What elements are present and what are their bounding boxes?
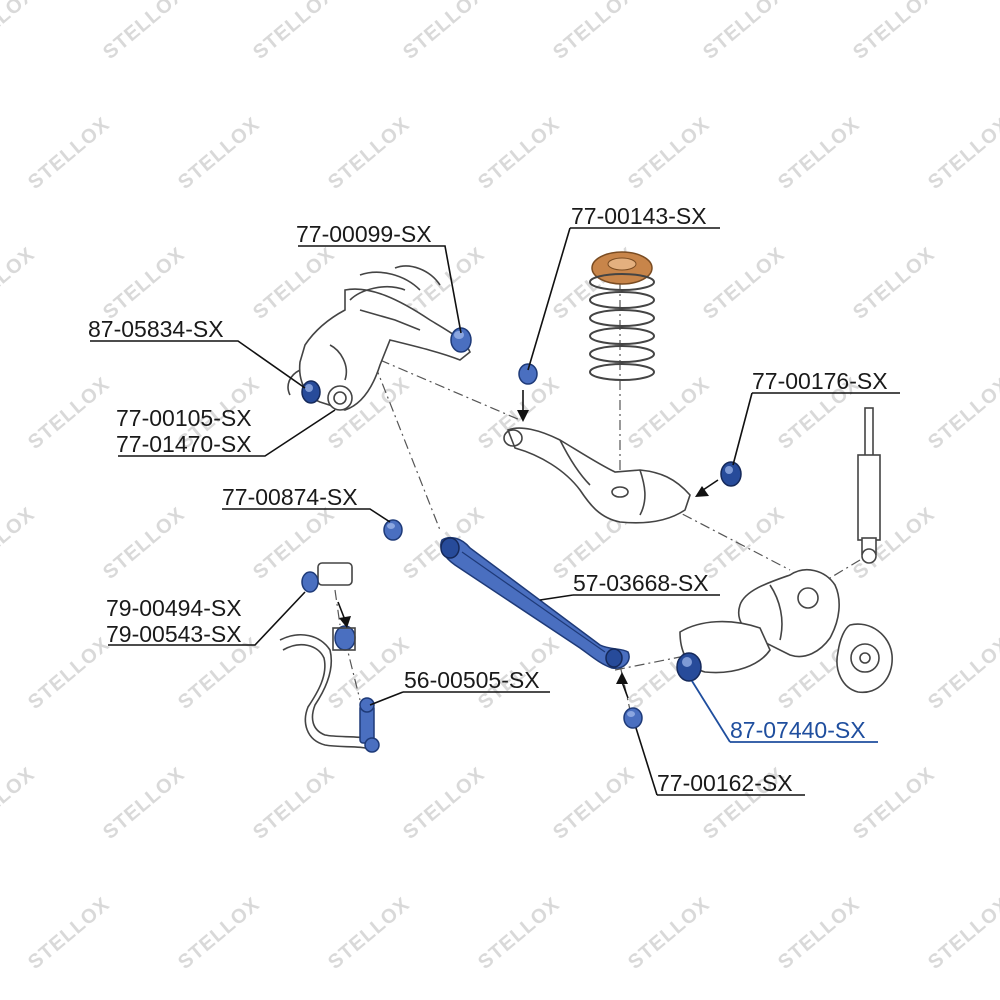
watermark-text: STELLOX: [924, 893, 1000, 974]
label-77-00874: 77-00874-SX: [222, 484, 358, 510]
spring-coil: [589, 309, 655, 327]
stabilizer-bushing-lower: [332, 625, 356, 651]
watermark-text: STELLOX: [549, 0, 639, 64]
label-87-05834: 87-05834-SX: [88, 316, 224, 342]
watermark-text: STELLOX: [399, 0, 489, 64]
leader-lines: [90, 227, 900, 796]
watermark-text: STELLOX: [99, 503, 189, 584]
bushing-87-07440: [676, 652, 702, 682]
watermark-text: STELLOX: [624, 893, 714, 974]
label-77-00162: 77-00162-SX: [657, 770, 793, 796]
watermark-text: STELLOX: [249, 763, 339, 844]
spring-coil: [589, 363, 655, 381]
watermark-text: STELLOX: [699, 0, 789, 64]
label-79-00543: 79-00543-SX: [106, 621, 242, 647]
label-77-00105: 77-00105-SX: [116, 405, 252, 431]
label-79-00494: 79-00494-SX: [106, 595, 242, 621]
watermark-text: STELLOX: [549, 763, 639, 844]
watermark-pattern: STELLOX STELLOX STELLOX STELLOX STELLOX STELL…: [0, 0, 1000, 974]
spring-pad: [591, 251, 653, 285]
watermark-text: STELLOX: [924, 373, 1000, 454]
watermark-text: STELLOX: [924, 113, 1000, 194]
watermark-text: STELLOX: [174, 893, 264, 974]
subframe: [287, 265, 471, 411]
watermark-text: STELLOX: [699, 243, 789, 324]
stabilizer-bar: [279, 634, 373, 751]
spring-coil: [589, 327, 655, 345]
watermark-text: STELLOX: [0, 243, 39, 324]
spring-coil: [589, 273, 655, 291]
assembly-guide-lines: [334, 260, 861, 711]
label-87-07440: 87-07440-SX: [730, 717, 866, 743]
label-77-00176: 77-00176-SX: [752, 368, 888, 394]
watermark-text: STELLOX: [174, 113, 264, 194]
watermark-text: STELLOX: [924, 633, 1000, 714]
watermark-text: STELLOX: [624, 113, 714, 194]
watermark-text: STELLOX: [324, 113, 414, 194]
watermark-text: STELLOX: [99, 763, 189, 844]
control-arm: [440, 536, 630, 669]
watermark-text: STELLOX: [0, 763, 39, 844]
spring-coil: [589, 291, 655, 309]
bushing-77-00099: [450, 327, 472, 353]
label-77-00099: 77-00099-SX: [296, 221, 432, 247]
watermark-text: STELLOX: [624, 373, 714, 454]
stabilizer-bushing-upper: [301, 562, 353, 593]
watermark-text: STELLOX: [849, 0, 939, 64]
watermark-text: STELLOX: [849, 763, 939, 844]
bushing-77-00874: [383, 519, 403, 541]
coil-spring: [589, 273, 655, 381]
bushing-upper-arm: [518, 363, 538, 385]
label-57-03668: 57-03668-SX: [573, 570, 709, 596]
watermark-text: STELLOX: [99, 0, 189, 64]
bushing-77-00176: [720, 461, 742, 487]
spring-lower-arm: [503, 427, 691, 524]
knuckle: [679, 569, 893, 694]
bushing-77-00162: [623, 707, 643, 729]
watermark-text: STELLOX: [249, 243, 339, 324]
watermark-text: STELLOX: [849, 243, 939, 324]
shock-absorber: [857, 407, 881, 564]
watermark-text: STELLOX: [774, 893, 864, 974]
watermark-text: STELLOX: [0, 503, 39, 584]
stabilizer-link: [359, 697, 380, 753]
watermark-text: STELLOX: [324, 893, 414, 974]
watermark-text: STELLOX: [699, 503, 789, 584]
watermark-text: STELLOX: [249, 0, 339, 64]
watermark-text: STELLOX: [24, 633, 114, 714]
watermark-text: STELLOX: [774, 113, 864, 194]
watermark-text: STELLOX: [24, 373, 114, 454]
watermark-text: STELLOX: [24, 113, 114, 194]
label-56-00505: 56-00505-SX: [404, 667, 540, 693]
watermark-text: STELLOX: [24, 893, 114, 974]
bushing-87-05834: [301, 380, 321, 404]
watermark-text: STELLOX: [0, 0, 39, 64]
spring-coil: [589, 345, 655, 363]
watermark-text: STELLOX: [474, 113, 564, 194]
watermark-text: STELLOX: [474, 893, 564, 974]
label-77-00143: 77-00143-SX: [571, 203, 707, 229]
label-77-01470: 77-01470-SX: [116, 431, 252, 457]
watermark-text: STELLOX: [99, 243, 189, 324]
direction-arrows: [337, 390, 719, 699]
watermark-text: STELLOX: [399, 763, 489, 844]
